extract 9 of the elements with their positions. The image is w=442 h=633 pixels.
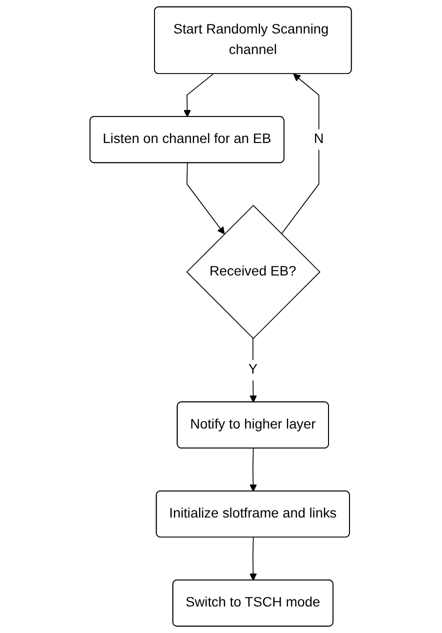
arrow [281, 74, 320, 234]
node-diamond: Received EB? [186, 204, 321, 340]
arrow [186, 162, 226, 234]
edge-label: N [314, 132, 324, 146]
arrow [250, 448, 258, 492]
edge-label: Y [248, 362, 258, 378]
arrow [250, 338, 258, 403]
arrow [250, 537, 258, 581]
arrow [184, 74, 214, 118]
